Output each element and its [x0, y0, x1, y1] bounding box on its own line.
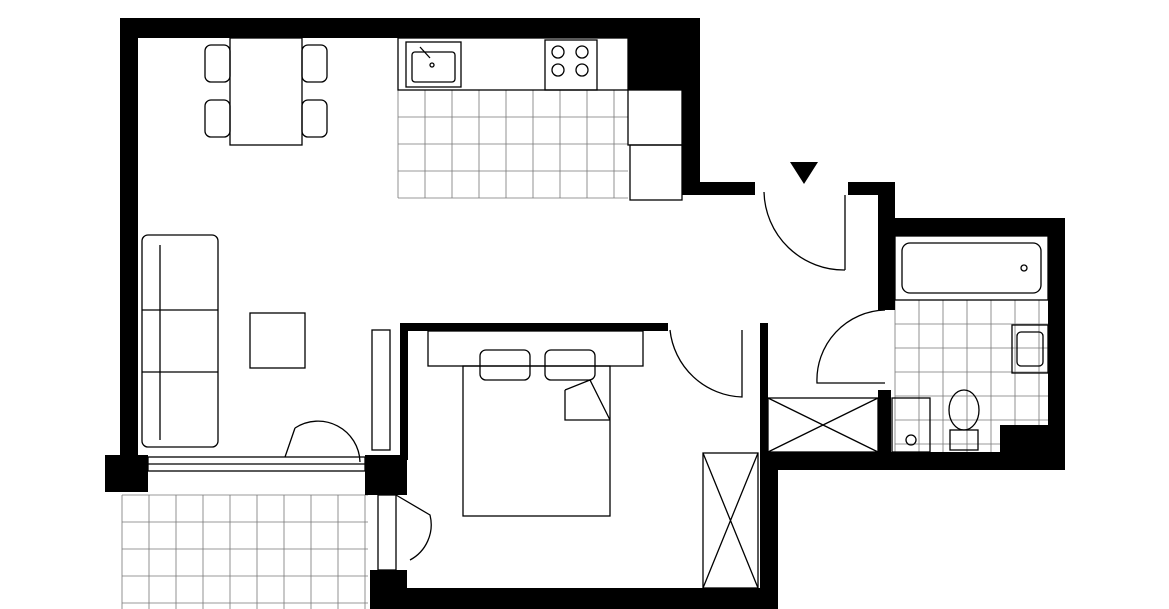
- wall-bedroom-left: [400, 323, 408, 460]
- tile-floors: [121, 89, 1048, 609]
- bath-corner-block: [1000, 425, 1048, 455]
- bed: [462, 349, 611, 517]
- dining-table: [204, 37, 328, 146]
- wall-bedroom-top: [400, 323, 668, 331]
- balcony-tiles: [121, 494, 368, 609]
- entrance-door: [763, 191, 846, 271]
- balcony-door-swing: [395, 494, 432, 561]
- wall-corridor-right: [760, 452, 778, 609]
- wall-bath-left-upper: [878, 182, 895, 310]
- stove-icon: [544, 39, 598, 91]
- balcony-window: [147, 420, 366, 472]
- sofa: [141, 234, 219, 448]
- entrance-arrow-icon: [790, 162, 818, 184]
- kitchen-counter: [397, 37, 629, 91]
- washbasin-icon: [1011, 324, 1049, 374]
- walls: [105, 18, 1065, 609]
- bedroom-wardrobe: [702, 452, 759, 589]
- kitchen-corner-block: [628, 38, 682, 90]
- wall-top: [120, 18, 700, 38]
- oven-unit: [629, 144, 683, 201]
- wall-bath-left-lower: [878, 390, 891, 455]
- bedroom-balcony-door: [377, 494, 397, 571]
- wall-left: [120, 18, 138, 458]
- kitchen-tiles: [397, 89, 628, 199]
- wall-bath-right: [1048, 218, 1065, 470]
- wall-bedroom-left-lower: [370, 570, 407, 609]
- wall-entrance-left: [682, 182, 755, 195]
- corridor-wardrobe: [767, 397, 879, 453]
- wall-corridor-upper: [760, 323, 768, 453]
- bedroom-door: [669, 329, 743, 398]
- wardrobe-headboard: [427, 330, 644, 367]
- fridge: [627, 89, 683, 146]
- wall-kitchen-right: [682, 18, 700, 195]
- coffee-table: [249, 312, 306, 369]
- column-middle: [365, 455, 407, 495]
- column-left: [105, 455, 148, 492]
- bathtub-icon: [894, 235, 1049, 301]
- bathroom-door: [816, 309, 886, 384]
- sink-icon: [405, 41, 462, 88]
- wall-bedroom-bottom: [370, 588, 778, 609]
- wall-bath-bottom: [765, 452, 1065, 470]
- toilet-icon: [948, 389, 980, 451]
- wall-bath-top: [878, 218, 1065, 236]
- bedroom-window-frame: [371, 329, 391, 451]
- washing-machine-icon: [891, 397, 931, 453]
